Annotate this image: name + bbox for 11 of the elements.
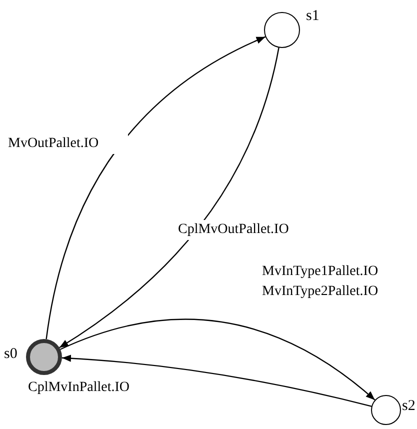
state-circle	[371, 395, 401, 425]
edge-label: MvOutPallet.IO	[8, 134, 128, 154]
arrow	[60, 318, 376, 400]
state-label: s2	[402, 398, 416, 415]
arrow	[59, 48, 280, 348]
state-label: s1	[306, 8, 320, 25]
arrow	[62, 354, 372, 407]
initial-state-circle	[26, 339, 62, 375]
state-label: s0	[4, 346, 18, 363]
state-circle	[264, 12, 300, 48]
arrow	[46, 36, 266, 340]
